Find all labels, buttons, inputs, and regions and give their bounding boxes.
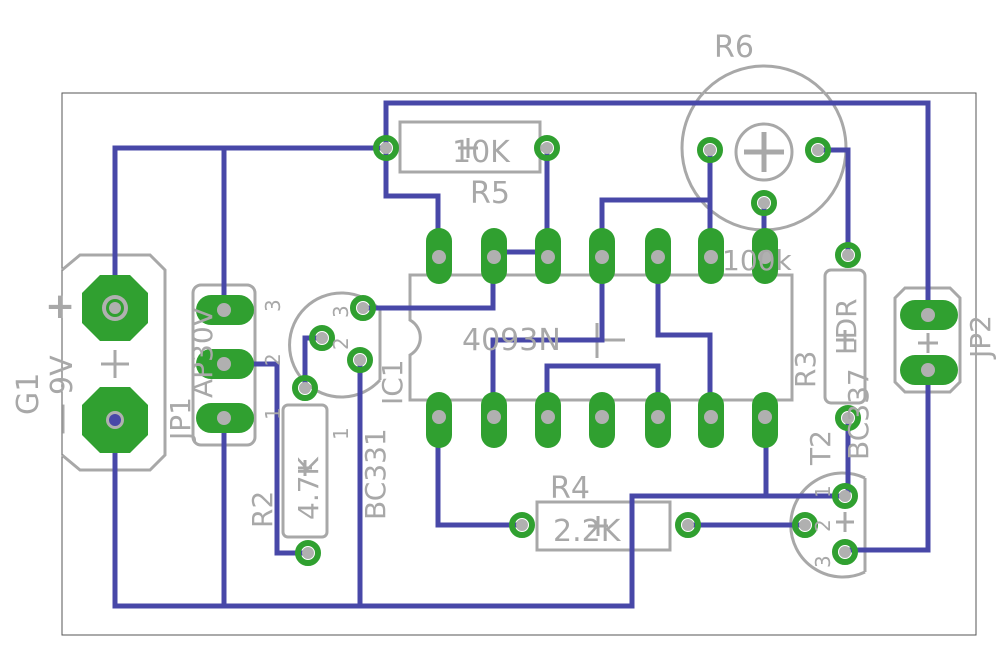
ic1-value: 4093N bbox=[462, 323, 561, 358]
g1-pad-minus bbox=[82, 387, 148, 453]
pads-layer bbox=[82, 135, 958, 566]
t2-name: T2 bbox=[804, 430, 837, 466]
r6-name: R6 bbox=[714, 30, 754, 65]
r6-value: 100k bbox=[722, 244, 792, 277]
r5-outline bbox=[398, 120, 542, 174]
t1-pin-1: 1 bbox=[329, 427, 353, 440]
r5-name: R5 bbox=[470, 176, 510, 211]
ic1-pads-bottom bbox=[426, 392, 778, 448]
t2-pin-2: 2 bbox=[811, 519, 835, 532]
r4-outline bbox=[535, 500, 672, 552]
g1-outline bbox=[61, 253, 167, 472]
g1-pad-plus bbox=[82, 275, 148, 341]
r4-value: 2.2K bbox=[553, 514, 622, 549]
ic1-pads-top bbox=[426, 228, 778, 284]
board-outline bbox=[61, 92, 977, 636]
r2-name: R2 bbox=[246, 491, 279, 528]
jp2-outline bbox=[893, 286, 962, 394]
jp2-name: JP2 bbox=[964, 315, 997, 360]
r3-name: R3 bbox=[789, 351, 822, 388]
g1-value: 9V bbox=[45, 355, 80, 395]
g1-minus: — bbox=[42, 403, 80, 435]
r5-value: 10K bbox=[452, 135, 511, 170]
t2-value: BC337 bbox=[842, 368, 875, 460]
g1-plus: + bbox=[45, 286, 75, 327]
labels-layer: G1 9V + — JP1 AP30V 3 2 1 JP2 R2 4.7K BC… bbox=[11, 30, 997, 568]
t1-pin-2: 2 bbox=[329, 337, 353, 350]
round-pads bbox=[292, 135, 861, 566]
ic1-name: IC1 bbox=[376, 359, 409, 405]
jp1-value: AP30V bbox=[186, 307, 219, 398]
t1-outline bbox=[288, 291, 382, 399]
jp1-pin-3: 3 bbox=[261, 299, 285, 312]
r3-outline bbox=[823, 268, 867, 405]
g1-name: G1 bbox=[11, 373, 46, 415]
t2-pin-3: 3 bbox=[811, 555, 835, 568]
r2-outline bbox=[281, 403, 329, 539]
t1-name: BC331 bbox=[359, 428, 392, 520]
jp1-pin-2: 2 bbox=[261, 353, 285, 366]
r3-value: LDR bbox=[830, 298, 863, 355]
jp1-pin-1: 1 bbox=[261, 407, 285, 420]
jp1-name: JP1 bbox=[164, 397, 197, 442]
r4-name: R4 bbox=[550, 471, 590, 506]
r2-value: 4.7K bbox=[292, 456, 325, 520]
ic1-outline bbox=[408, 273, 794, 402]
t1-pin-3: 3 bbox=[329, 305, 353, 318]
t2-pin-1: 1 bbox=[811, 485, 835, 498]
